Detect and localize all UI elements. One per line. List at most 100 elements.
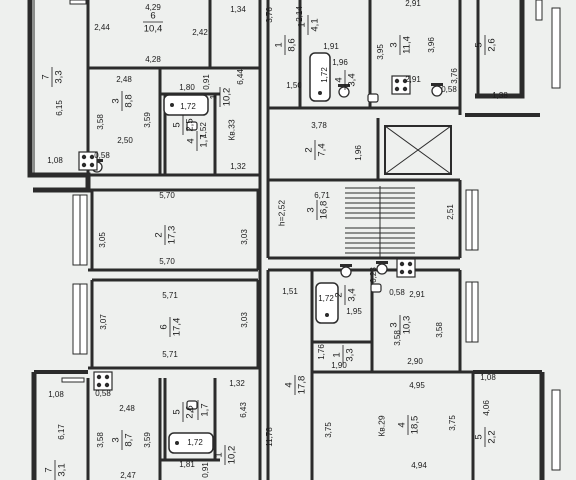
dimension-label: 3,59 — [143, 112, 152, 128]
dimension-label: 6,71 — [314, 191, 330, 200]
burner-icon — [81, 154, 87, 160]
burner-icon — [402, 78, 408, 84]
burner-icon — [89, 162, 95, 168]
room-area: 8,6 — [287, 38, 298, 51]
room-area: 1,7 — [200, 403, 211, 416]
room-area: 2,6 — [185, 405, 196, 418]
dimension-label: 3,75 — [448, 415, 457, 431]
apartment-label: Кв.33 — [226, 119, 236, 141]
dimension-label: 3,59 — [143, 432, 152, 448]
stove-icon — [396, 258, 416, 278]
toilet-tank-icon — [340, 264, 352, 267]
room-number: 6 — [159, 324, 170, 329]
dimension-label: 2,90 — [407, 357, 423, 366]
dimension-label: 1,08 — [48, 390, 64, 399]
room-area: 10,4 — [144, 24, 163, 35]
dimension-label: 2,91 — [405, 0, 421, 8]
room-area: 3,4 — [347, 73, 358, 86]
dimension-label: 1,08 — [47, 156, 63, 165]
burner-icon — [407, 261, 413, 267]
dimension-label: 1,72 — [180, 102, 196, 111]
dimension-label: 1,96 — [354, 145, 363, 161]
room-area: 2,5 — [185, 118, 196, 131]
ceiling-height-label: h=2,52 — [276, 200, 286, 227]
dimension-label: 3,58 — [393, 330, 402, 346]
room-number: 6 — [150, 11, 155, 22]
dimension-label: 3,76 — [265, 7, 274, 23]
dimension-label: 4,28 — [145, 55, 161, 64]
dimension-label: 2,44 — [94, 23, 110, 32]
bathtub-icon — [163, 94, 209, 116]
room-number: 3 — [306, 207, 317, 212]
room-number: 1 — [274, 42, 285, 47]
room-number: 2 — [304, 147, 315, 152]
dimension-label: 1,76 — [317, 344, 326, 360]
dimension-label: 3,95 — [376, 44, 385, 60]
burner-icon — [104, 374, 110, 380]
dimension-label: 2,14 — [295, 6, 304, 22]
burner-icon — [402, 86, 408, 92]
dimension-label: 6,17 — [57, 424, 66, 440]
dimension-label: 3,03 — [240, 229, 249, 245]
room-area: 1,7 — [199, 134, 210, 147]
stove-icon — [93, 371, 113, 391]
room-number: 3 — [111, 98, 122, 103]
bathtub-icon — [315, 282, 339, 324]
toilet-icon — [338, 86, 350, 98]
dimension-label: 1,34 — [230, 5, 246, 14]
room-number: 5 — [474, 434, 485, 439]
dimension-label: 3,07 — [99, 314, 108, 330]
toilet-icon — [340, 266, 352, 278]
burner-icon — [96, 382, 102, 388]
burner-icon — [399, 269, 405, 275]
dimension-label: 1,32 — [230, 162, 246, 171]
room-number: 4 — [187, 407, 198, 412]
dimension-label: 1,96 — [332, 58, 348, 67]
toilet-tank-icon — [431, 83, 443, 86]
windows — [61, 0, 561, 471]
interior-walls — [86, 0, 475, 480]
dimension-label: 1,80 — [179, 83, 195, 92]
dimension-label: 1,50 — [286, 81, 302, 90]
dimension-label: 4,06 — [482, 400, 491, 416]
room-area: 3,3 — [345, 348, 356, 361]
dimension-label: 0,91 — [201, 462, 210, 478]
dimension-label: 2,51 — [446, 204, 455, 220]
sink-icon — [186, 400, 198, 410]
bathtub-icon — [309, 52, 331, 102]
elevator-shaft — [384, 125, 452, 175]
room-area: 3,1 — [57, 463, 68, 476]
room-number: 5 — [172, 122, 183, 127]
dimension-label: 0,58 — [441, 85, 457, 94]
dimension-label: 2,50 — [117, 136, 133, 145]
room-number: 5 — [172, 409, 183, 414]
room-number: 1 — [209, 94, 220, 99]
dimension-label: 3,96 — [427, 37, 436, 53]
burner-icon — [96, 374, 102, 380]
toilet-tank-icon — [338, 84, 350, 87]
dimension-label: 1,72 — [320, 67, 329, 83]
bathtub-drain-icon — [325, 313, 329, 317]
room-area: 2,6 — [487, 38, 498, 51]
dimension-label: 2,47 — [120, 471, 136, 480]
room-area: 3,3 — [54, 70, 65, 83]
dimension-label: 1,32 — [229, 379, 245, 388]
dimension-label: 1,81 — [179, 460, 195, 469]
staircase — [345, 186, 415, 258]
sink-icon — [370, 283, 382, 293]
dimension-label: 1,08 — [480, 373, 496, 382]
room-number: 1 — [214, 452, 225, 457]
dimension-label: 4,94 — [411, 461, 427, 470]
